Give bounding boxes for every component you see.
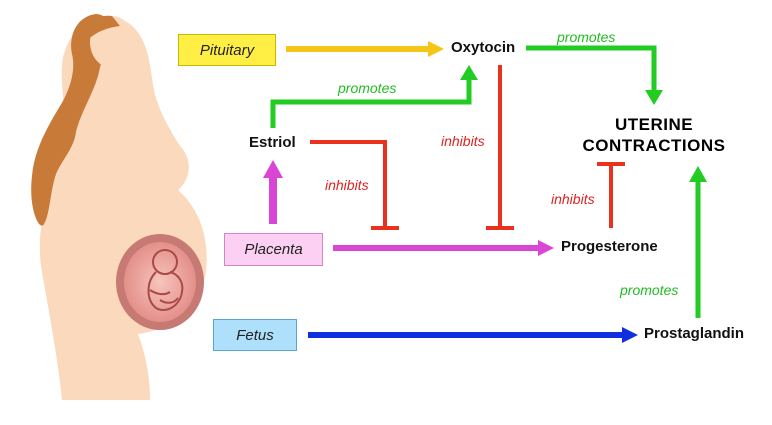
- uterine-contractions-line1: UTERINE: [614, 115, 694, 134]
- arrow-fetus-prostaglandin: [308, 327, 638, 343]
- inhibit-oxytocin: [486, 65, 514, 230]
- progesterone-node: Progesterone: [561, 238, 658, 255]
- label-inhibits-oxytocin: inhibits: [441, 133, 485, 149]
- prostaglandin-node: Prostaglandin: [644, 325, 745, 342]
- hair-top: [83, 15, 120, 44]
- body-silhouette: [39, 17, 207, 400]
- arrow-oxytocin-uterine: [526, 45, 663, 105]
- label-inhibits-estriol: inhibits: [325, 177, 369, 193]
- arrow-placenta-progesterone: [333, 240, 554, 256]
- label-promotes-estriol-oxytocin: promotes: [338, 80, 397, 96]
- uterine-contractions-line2: CONTRACTIONS: [582, 136, 726, 155]
- estriol-node: Estriol: [249, 134, 296, 151]
- label-promotes-prostaglandin-uterine: promotes: [620, 282, 679, 298]
- oxytocin-node: Oxytocin: [451, 39, 516, 56]
- arrow-estriol-oxytocin: [270, 65, 478, 128]
- placenta-box: Placenta: [224, 233, 323, 266]
- inhibit-progesterone: [597, 162, 625, 228]
- label-promotes-oxytocin-uterine: promotes: [557, 29, 616, 45]
- fetus-box: Fetus: [213, 319, 297, 351]
- inhibit-estriol: [310, 140, 399, 230]
- hair-shape: [31, 14, 112, 226]
- arrow-pituitary-oxytocin: [286, 41, 444, 57]
- arrow-prostaglandin-uterine: [689, 166, 707, 318]
- label-inhibits-progesterone: inhibits: [551, 191, 595, 207]
- fetus-icon: [147, 249, 184, 311]
- pituitary-box: Pituitary: [178, 34, 276, 66]
- pregnant-woman-illustration: [31, 14, 207, 400]
- arrow-placenta-estriol: [263, 160, 283, 224]
